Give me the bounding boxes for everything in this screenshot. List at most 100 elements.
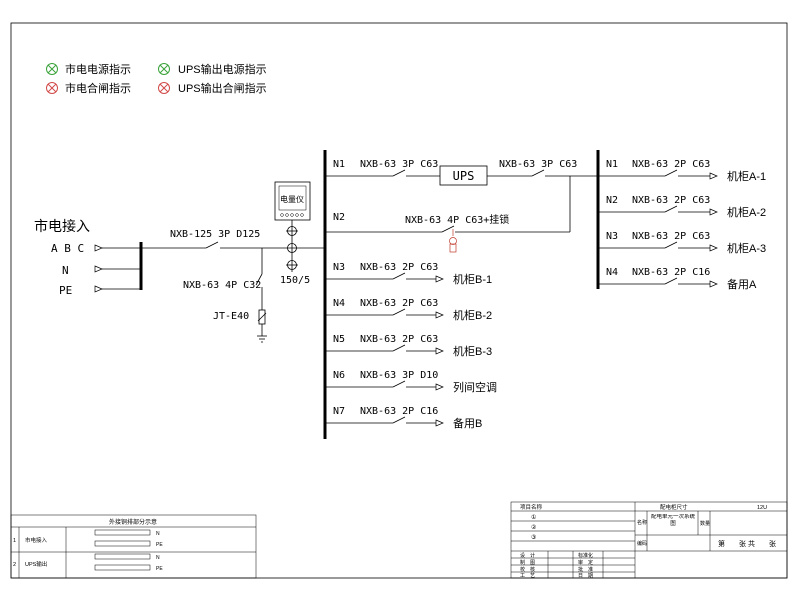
breaker-switch-icon (664, 205, 678, 213)
cabinet-size-label: 配电柜尺寸 (660, 503, 688, 511)
output-arrow-icon (709, 208, 718, 216)
load-label: 备用B (453, 416, 482, 430)
load-label: 机柜B-1 (453, 272, 492, 286)
breaker-switch-icon (392, 169, 406, 177)
breaker-switch-icon (392, 344, 406, 352)
breaker-label: NXB-63 3P C63 (360, 159, 438, 170)
circuit-a3: N3 NXB-63 2P C63 机柜A-3 (598, 231, 766, 255)
output-arrow-icon (435, 347, 444, 355)
breaker-switch-icon (392, 416, 406, 424)
copper-bar-icon (94, 529, 151, 536)
quantity-label: 数量 (700, 520, 710, 527)
sheet-label: 第 张 共 张 (718, 539, 776, 548)
circuit-tag: N5 (333, 334, 345, 345)
spd-breaker-switch-icon (255, 273, 263, 286)
design-label: 设 计 (520, 552, 535, 559)
breaker-switch-icon (392, 308, 406, 316)
bar-pe-label: PE (156, 566, 163, 572)
breaker-switch-icon (531, 169, 545, 177)
cabinet-size-value: 12U (757, 505, 767, 511)
row-name: UPS输出 (25, 560, 47, 568)
terminal-n-icon (94, 265, 103, 273)
circuit-tag: N6 (333, 370, 345, 381)
circuit-n2-bypass: N2 NXB-63 4P C63+挂锁 (325, 176, 571, 253)
circuit-tag: N3 (606, 231, 618, 242)
circuit-tag: N1 (606, 159, 618, 170)
circuit-tag: N1 (333, 159, 345, 170)
circuit-a4: N4 NXB-63 2P C16 备用A (598, 267, 757, 291)
code-label: 编码 (637, 540, 647, 547)
output-arrow-icon (435, 275, 444, 283)
breaker-switch-icon (392, 272, 406, 280)
draw-label: 制 图 (520, 559, 535, 566)
main-breaker-switch-icon (205, 241, 219, 249)
circuit-a1: N1 NXB-63 2P C63 机柜A-1 (598, 159, 766, 183)
ups-box (439, 165, 488, 186)
review-label: 审 定 (578, 559, 593, 566)
indicator-lamp-green-icon (46, 63, 58, 75)
circuit-tag: N3 (333, 262, 345, 273)
copper-bar-icon (94, 564, 151, 571)
row-index: 2 (13, 562, 16, 568)
ground-icon (257, 335, 267, 343)
circuit-n3: N3 NXB-63 2P C63 机柜B-1 (325, 262, 492, 286)
drawing-name-box: 配电单元一次系统图 (650, 514, 695, 527)
breaker-switch-icon (392, 380, 406, 388)
indicator-lamp-red-icon (46, 82, 58, 94)
breaker-label: NXB-63 2P C63 (360, 334, 438, 345)
terminal-abc-icon (94, 244, 103, 252)
breaker-switch-icon (664, 169, 678, 177)
breaker-label: NXB-63 2P C63 (360, 262, 438, 273)
breaker-label: NXB-63 2P C63 (632, 195, 710, 206)
main-breaker-label: NXB-125 3P D125 (170, 229, 260, 240)
bypass-breaker-label: NXB-63 4P C63+挂锁 (405, 213, 509, 226)
project-name-label: 项目名称 (520, 503, 543, 511)
wiring-table-title: 外接铜排部分示意 (109, 518, 157, 526)
input-title: 市电接入 (34, 218, 90, 234)
load-label: 机柜A-3 (727, 241, 766, 255)
current-transformer-icon (286, 226, 298, 270)
legend-label-mains-closed: 市电合闸指示 (65, 81, 131, 95)
input-n-label: N (62, 264, 69, 277)
breaker-label: NXB-63 3P D10 (360, 370, 438, 381)
padlock-icon (449, 229, 457, 253)
input-pe-label: PE (59, 284, 72, 297)
breaker-switch-icon (664, 277, 678, 285)
ups-output-breaker-label: NXB-63 3P C63 (499, 159, 577, 170)
circuit-tag: N2 (606, 195, 618, 206)
circuit-n1-ups: N1 NXB-63 3P C63 UPS NXB-63 3P C63 (325, 159, 598, 186)
breaker-label: NXB-63 2P C63 (360, 298, 438, 309)
output-arrow-icon (709, 280, 718, 288)
circuit-n5: N5 NXB-63 2P C63 机柜B-3 (325, 334, 492, 358)
load-label: 机柜A-1 (727, 169, 766, 183)
breaker-label: NXB-63 2P C16 (632, 267, 710, 278)
breaker-label: NXB-63 2P C63 (632, 159, 710, 170)
circuit-tag: N7 (333, 406, 345, 417)
wiring-table: 外接铜排部分示意 1 市电接入 N PE 2 UPS输出 N PE (10, 514, 257, 579)
output-arrow-icon (709, 172, 718, 180)
circuit-tag: N4 (333, 298, 345, 309)
load-label: 机柜A-2 (727, 205, 766, 219)
circuit-n4: N4 NXB-63 2P C63 机柜B-2 (325, 298, 492, 322)
terminal-pe-icon (94, 285, 103, 293)
circuit-n6: N6 NXB-63 3P D10 列间空调 (325, 370, 497, 394)
check-label: 校 核 (520, 566, 535, 573)
breaker-switch-icon (664, 241, 678, 249)
circuit-n7: N7 NXB-63 2P C16 备用B (325, 406, 482, 430)
bar-n-label: N (156, 555, 160, 561)
output-arrow-icon (435, 419, 444, 427)
breaker-label: NXB-63 2P C16 (360, 406, 438, 417)
row-name: 市电接入 (25, 536, 48, 544)
process-label: 工 艺 (520, 573, 535, 579)
drawing-name: 配电单元一次系统图 (650, 514, 695, 527)
legend: 市电电源指示 UPS输出电源指示 市电合闸指示 UPS输出合闸指示 (46, 62, 267, 95)
date-label: 日 期 (578, 573, 593, 579)
bar-n-label: N (156, 531, 160, 537)
bar-pe-label: PE (156, 542, 163, 548)
circuit-a2: N2 NXB-63 2P C63 机柜A-2 (598, 195, 766, 219)
input-abc-label: A B C (51, 242, 84, 255)
circuit-tag: N4 (606, 267, 618, 278)
power-meter-label: 电量仪 (280, 194, 304, 204)
breaker-label: NXB-63 2P C63 (632, 231, 710, 242)
